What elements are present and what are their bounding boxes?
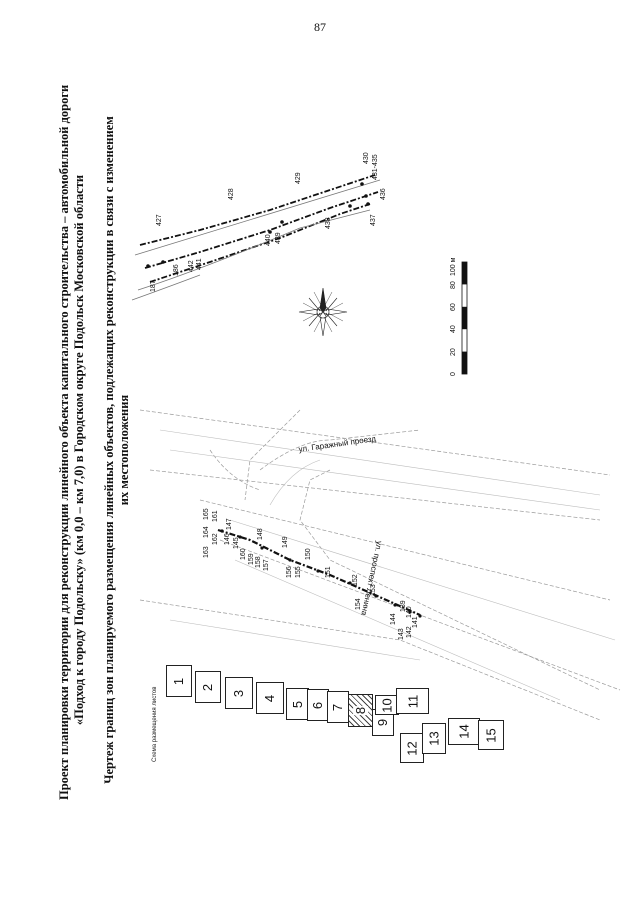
scale-bar [461, 261, 468, 375]
north-arrow [298, 287, 348, 337]
point-label: 163 [203, 546, 210, 558]
road-edge-line [244, 409, 301, 501]
point-label: 146 [224, 533, 231, 545]
point-label: 143 [398, 628, 405, 640]
road-line [131, 274, 201, 301]
scale-label-60: 60 [450, 303, 457, 311]
point-label: 154 [355, 598, 362, 610]
road-line [269, 459, 321, 506]
point-label: 161 [212, 510, 219, 522]
road-line [134, 179, 381, 256]
point-label: 142 [406, 626, 413, 638]
point-label: 151 [325, 566, 332, 578]
road-edge-line [139, 599, 601, 721]
point-label: 431-435 [372, 154, 379, 180]
sheet-tile-13[interactable]: 13 [422, 723, 446, 754]
sheet-tile-8-current[interactable]: 8 [348, 694, 373, 727]
sheet-tile-1[interactable]: 1 [166, 665, 192, 697]
point-label: 141 [412, 616, 419, 628]
point-label: 442 [188, 260, 195, 272]
sheet-tile-7[interactable]: 7 [327, 691, 349, 723]
page-number: 87 [314, 20, 326, 34]
planned-zone-line [217, 528, 421, 617]
point-label: 160 [240, 548, 247, 560]
point-label: 439 [275, 232, 282, 244]
road-edge-line [149, 469, 601, 521]
point-label: 440 [265, 234, 272, 246]
point-label: 157 [263, 559, 270, 571]
point-label: 155 [295, 566, 302, 578]
sheet-tile-6[interactable]: 6 [307, 689, 329, 721]
point-label: 148 [257, 528, 264, 540]
scale-label-100: 100 м [450, 257, 457, 276]
planned-zone-line [144, 191, 379, 269]
sheet-tile-5[interactable]: 5 [286, 688, 309, 720]
planned-zone-line [139, 174, 376, 246]
point-label: 149 [282, 536, 289, 548]
road-edge-line [199, 499, 611, 601]
scale-label-0: 0 [450, 372, 457, 376]
road-line [234, 559, 561, 701]
point-label: 427 [156, 214, 163, 226]
point-label: 165 [203, 508, 210, 520]
point-label: 186 [173, 264, 180, 276]
point-label: 441 [196, 258, 203, 270]
scale-label-40: 40 [450, 325, 457, 333]
road-line [229, 519, 616, 641]
road-line [159, 429, 601, 496]
road-edge-line [299, 469, 601, 691]
point-label: 438 [325, 217, 332, 229]
point-label: 429 [295, 172, 302, 184]
point-label: 162 [212, 533, 219, 545]
sheet-layout-label: Схема размещения листов [152, 686, 158, 762]
point-label: 187 [150, 280, 157, 292]
planned-zone-line [149, 203, 371, 283]
scale-label-80: 80 [450, 281, 457, 289]
point-label: 147 [226, 518, 233, 530]
point-label: 144 [390, 613, 397, 625]
point-label: 150 [305, 548, 312, 560]
road-line [169, 619, 421, 661]
sheet-tile-2[interactable]: 2 [195, 671, 221, 703]
sheet-tile-4[interactable]: 4 [256, 682, 284, 714]
sheet-tile-12[interactable]: 12 [400, 733, 424, 763]
road-edge-line [209, 449, 261, 491]
point-label: 145 [233, 537, 240, 549]
sheet-tile-15[interactable]: 15 [478, 720, 504, 750]
point-label: 156 [286, 566, 293, 578]
point-label: 430 [363, 152, 370, 164]
point-label: 159 [248, 553, 255, 565]
sheet-tile-3[interactable]: 3 [225, 677, 253, 709]
road-line [137, 209, 371, 291]
point-label: 428 [228, 188, 235, 200]
point-label: 437 [370, 214, 377, 226]
point-label: 158 [255, 556, 262, 568]
sheet-tile-14[interactable]: 14 [448, 718, 480, 745]
road-line [169, 449, 601, 511]
point-label: 164 [203, 526, 210, 538]
point-label: 436 [380, 188, 387, 200]
sheet-tile-11[interactable]: 11 [396, 688, 429, 714]
point-label: 152 [352, 574, 359, 586]
scale-label-20: 20 [450, 348, 457, 356]
road-edge-line [139, 409, 611, 476]
road-edge-line [259, 429, 421, 471]
point-label: 153 [370, 584, 377, 596]
